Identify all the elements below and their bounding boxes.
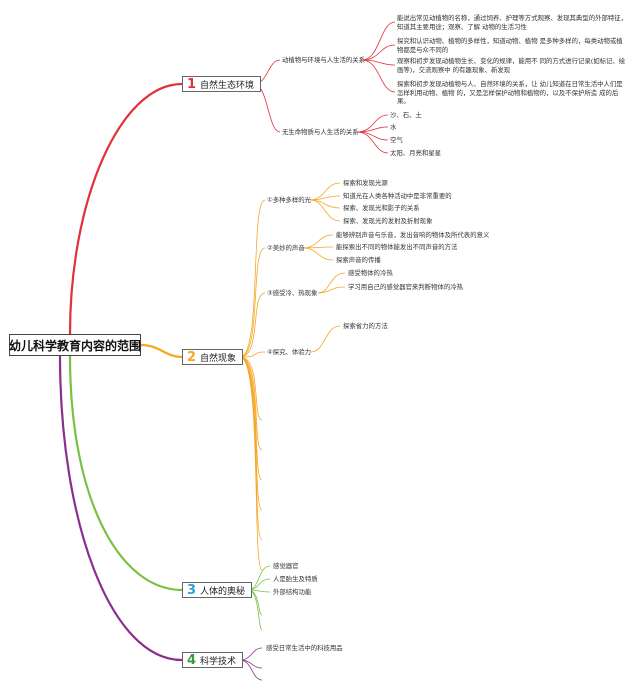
leaf-2-2-3: 探索声音的传播	[336, 256, 381, 264]
leaf-4-1: 感受日常生活中的科技用品	[266, 644, 343, 652]
branch-4-node[interactable]: 4 科学技术	[182, 652, 244, 668]
leaf-1-2-4: 太阳、月亮和星星	[390, 149, 442, 157]
connector-branch4-leaves	[239, 647, 263, 681]
branch-2-number: 2	[187, 349, 197, 365]
connector-root-branch3	[68, 355, 183, 592]
leaf-2-1-3: 探索、发现光和影子的关系	[343, 204, 420, 212]
topic-force[interactable]: ④探究、体验力	[267, 348, 312, 356]
leaf-2-1-4: 探索、发现光的发射及折射现象	[343, 217, 433, 225]
connector-branch2-subs	[239, 182, 346, 571]
branch-3-node[interactable]: 3 人体的奥秘	[182, 582, 253, 598]
branch-2-node[interactable]: 2 自然现象	[182, 349, 244, 365]
leaf-1-2-1: 沙、石、土	[390, 111, 422, 119]
branch-4-label: 科学技术	[200, 656, 237, 667]
leaf-1-1-2: 探究和认识动物、植物的多样性，知道动物、植物 是多种多样的，每类动物或植物都是与…	[397, 37, 623, 54]
leaf-3-3: 外部结构功能	[273, 588, 312, 596]
branch-4-number: 4	[187, 652, 197, 668]
connector-root-branch2	[140, 343, 183, 359]
branch-3-label: 人体的奥秘	[200, 586, 246, 597]
leaf-1-2-2: 水	[390, 123, 397, 131]
branch-2-label: 自然现象	[200, 353, 237, 364]
topic-cold-heat[interactable]: ③感受冷、热现象	[267, 289, 318, 297]
connector-root-branch4	[58, 355, 183, 662]
topic-light[interactable]: ①多种多样的光	[267, 196, 312, 204]
topic-sound[interactable]: ②美妙的声音	[267, 244, 305, 252]
leaf-2-3-2: 学习用自己的感觉器官来判断物体的冷热	[348, 283, 464, 291]
leaf-3-2: 人是胎生及特质	[273, 575, 318, 583]
leaf-2-3-1: 感受物体的冷热	[348, 269, 393, 277]
topic-nonliving-matter[interactable]: 无生命物质与人生活的关系	[282, 128, 359, 136]
leaf-2-2-1: 能够辨别声音与乐音，发出音响的物体及所代表的意义	[336, 231, 490, 239]
root-node[interactable]: 幼儿科学教育内容的范围	[9, 334, 141, 356]
leaf-2-1-2: 知道光在人类各种活动中是非常重要的	[343, 192, 452, 200]
branch-3-number: 3	[187, 582, 197, 598]
leaf-2-1-1: 探索和发现光源	[343, 179, 388, 187]
leaf-1-1-3: 观察和初步发现动植物生长、变化的规律，能用不 同的方式进行记录(如标记、绘画等)…	[397, 57, 626, 74]
leaf-1-1-1: 能说出常见动植物的名称，通过饲养、护理等方式观察、发现其典型的外部特征，知道其主…	[397, 14, 628, 31]
leaf-1-1-4: 探索和初步发现动植物与人、自然环境的关系，让 幼儿知道在日常生活中人们是怎样利用…	[397, 80, 623, 105]
leaf-2-2-2: 能探索出不同的物体能发出不同声音的方法	[336, 243, 458, 251]
leaf-2-4-1: 探索省力的方法	[343, 322, 388, 330]
branch-1-number: 1	[187, 76, 197, 92]
connector-root-branch1	[68, 82, 183, 335]
topic-animals-plants-environment[interactable]: 动植物与环境与人生活的关系	[282, 56, 366, 64]
leaf-1-2-3: 空气	[390, 136, 403, 144]
leaf-3-1: 感觉器官	[273, 562, 299, 570]
connector-branch3-leaves	[247, 565, 271, 631]
branch-1-label: 自然生态环境	[200, 80, 255, 91]
branch-1-node[interactable]: 1 自然生态环境	[182, 76, 262, 92]
